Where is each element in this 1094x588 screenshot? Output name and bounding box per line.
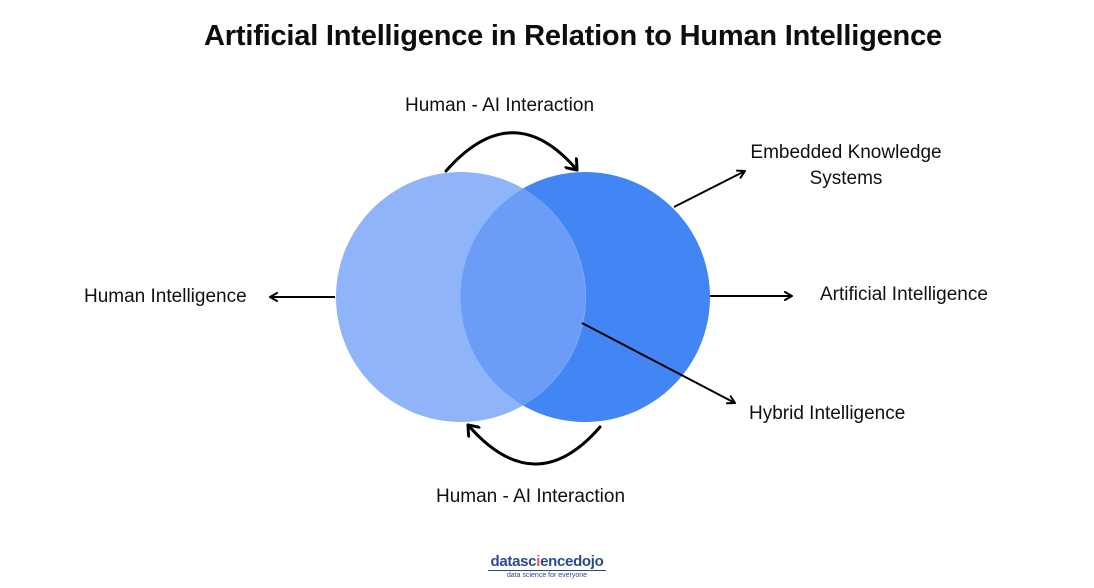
bottom-interaction-label: Human - AI Interaction <box>436 486 626 507</box>
top-interaction-curve-arrow <box>444 131 579 173</box>
hybrid-intelligence-arrow <box>581 322 736 405</box>
logo-part-b: i <box>536 553 541 570</box>
top-interaction-label: Human - AI Interaction <box>405 95 595 116</box>
bottom-interaction-curve-arrow <box>466 423 602 466</box>
embedded-knowledge-label: Embedded Knowledge Systems <box>740 140 952 192</box>
embedded-knowledge-label-line1: Embedded Knowledge <box>750 142 942 163</box>
overlap-region <box>460 188 586 406</box>
logo-wordmark: datasciencedojo <box>470 553 624 570</box>
logo-tagline: data science for everyone <box>488 570 606 580</box>
embedded-knowledge-arrow <box>673 169 746 208</box>
hybrid-intelligence-label: Hybrid Intelligence <box>749 403 906 424</box>
embedded-knowledge-label-line2: Systems <box>809 168 883 189</box>
logo-part-a: datasc <box>490 553 537 570</box>
artificial-intelligence-label: Artificial Intelligence <box>820 284 988 305</box>
datasciencedojo-logo: datasciencedojo data science for everyon… <box>470 553 624 580</box>
page-title: Artificial Intelligence in Relation to H… <box>204 20 942 52</box>
logo-part-c: encedojo <box>540 553 604 570</box>
human-intelligence-label: Human Intelligence <box>84 286 247 307</box>
